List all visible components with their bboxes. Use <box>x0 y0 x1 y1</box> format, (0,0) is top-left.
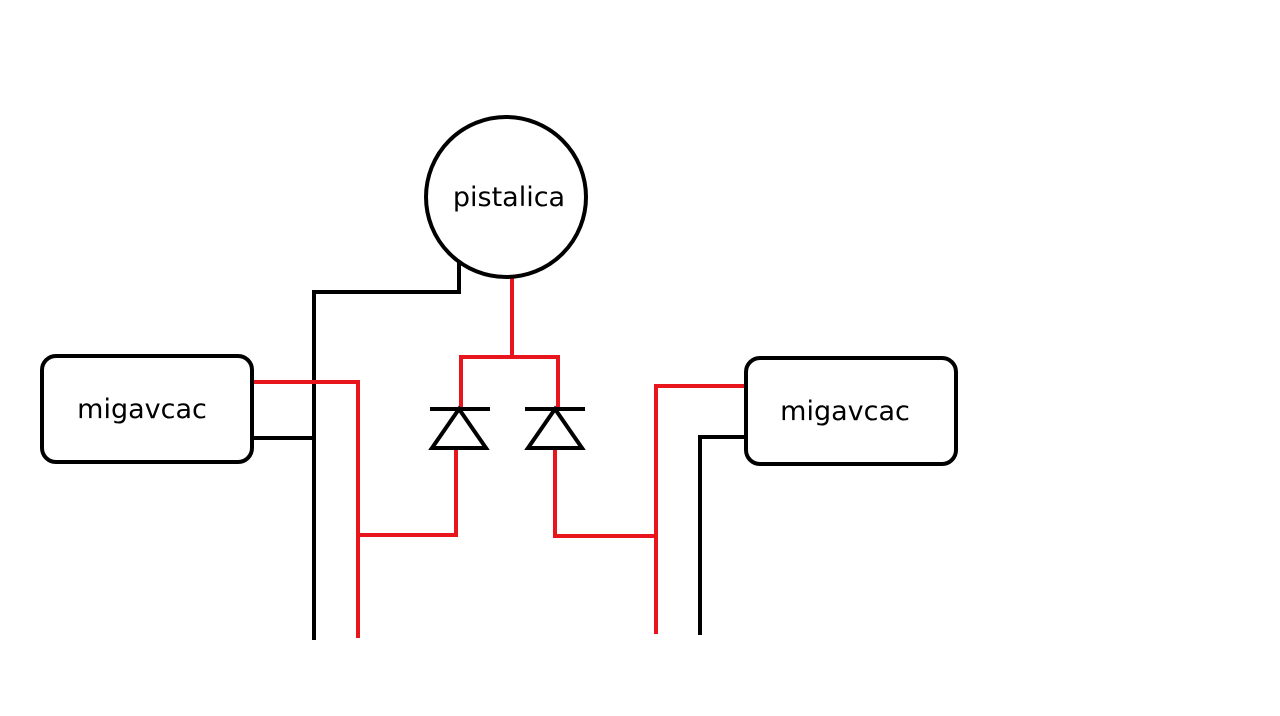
flasher-right-label: migavcac <box>780 396 910 427</box>
flasher-right: migavcac <box>744 356 958 466</box>
black-wire-buzzer-to-left-line <box>312 258 461 640</box>
diode-right-triangle <box>524 405 586 450</box>
diode-left <box>428 405 490 450</box>
red-wire-left-diode-anode <box>358 448 458 537</box>
buzzer-circle <box>424 115 588 279</box>
red-wire-right-diode-anode <box>553 448 656 538</box>
flasher-left-box <box>40 354 254 464</box>
red-wire-diode-cathode-bus <box>459 355 560 409</box>
flasher-right-box <box>744 356 958 466</box>
diode-left-triangle <box>428 405 490 450</box>
diode-right <box>524 405 586 450</box>
red-wire-left-flasher-to-diode <box>248 380 360 638</box>
buzzer: pistalica <box>424 115 588 279</box>
black-wire-right-flasher <box>698 435 747 635</box>
flasher-left-label: migavcac <box>77 394 207 425</box>
red-wire-right-flasher-to-diode <box>654 384 747 634</box>
flasher-left: migavcac <box>40 354 254 464</box>
buzzer-label: pistalica <box>453 182 565 213</box>
